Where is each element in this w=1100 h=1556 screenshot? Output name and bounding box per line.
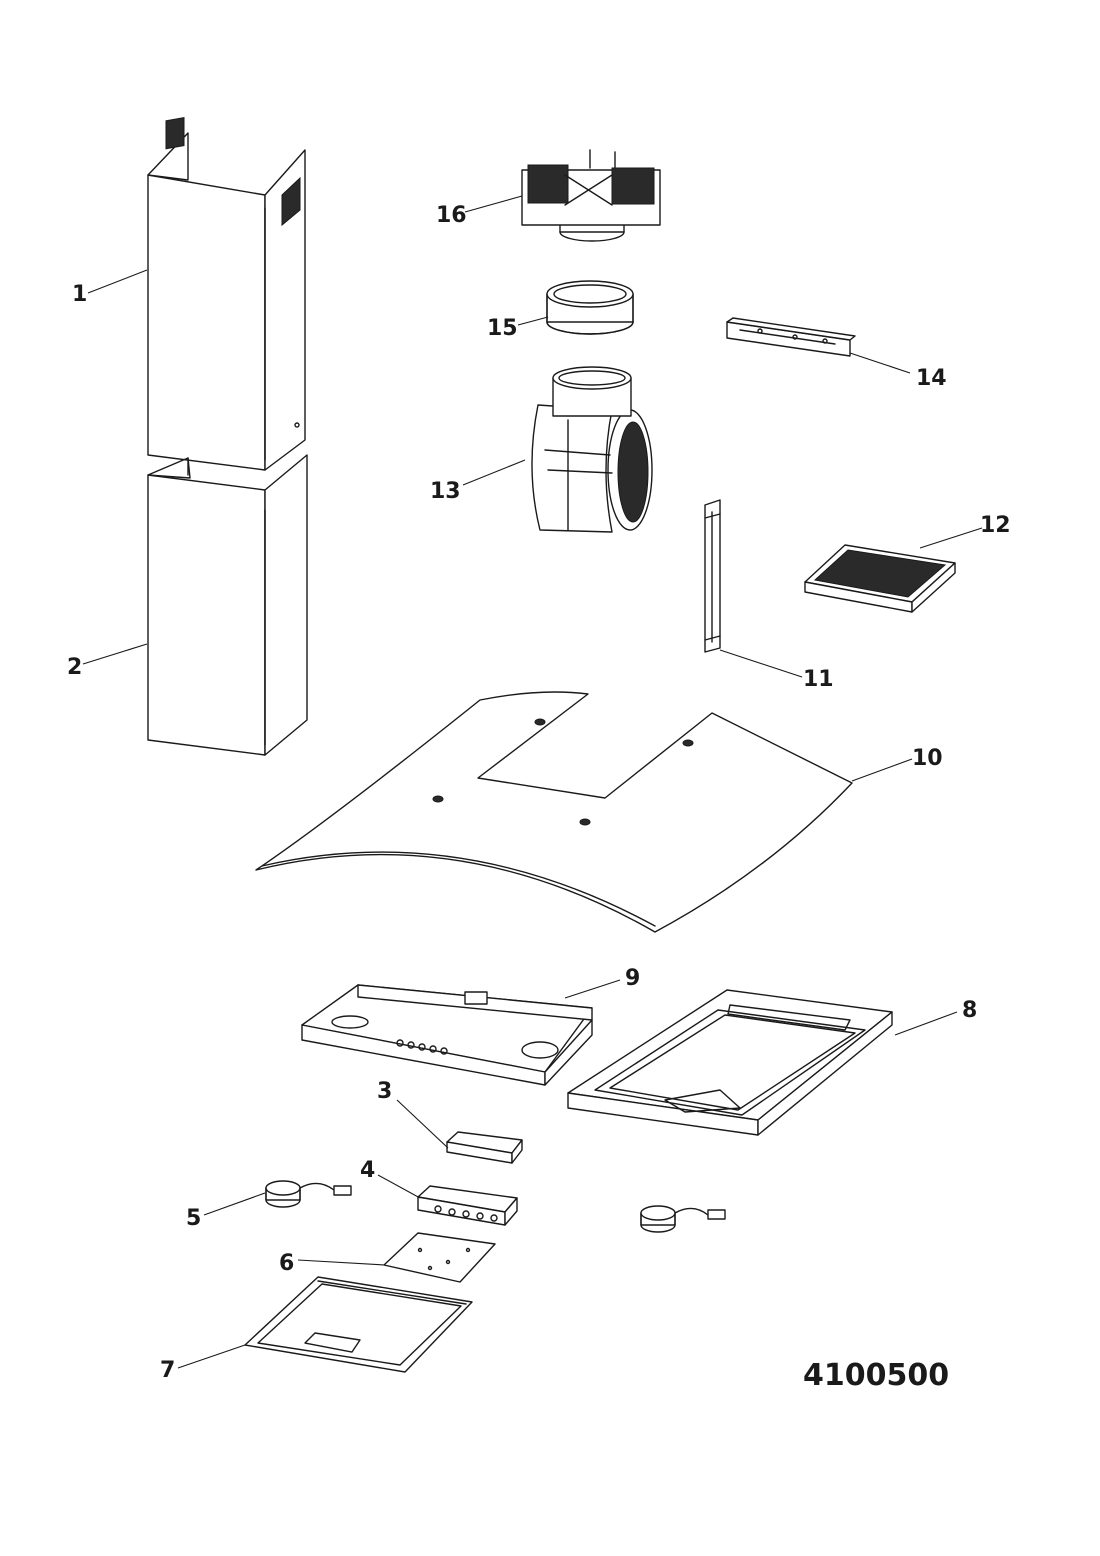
callout-13: 13 (430, 479, 461, 504)
callout-8: 8 (962, 998, 977, 1023)
button-row-icon (396, 1039, 448, 1055)
callout-10: 10 (912, 746, 943, 771)
part-4-control-board (417, 1185, 518, 1226)
part-8-frame (567, 989, 893, 1136)
callout-1: 1 (72, 282, 87, 307)
callout-3: 3 (377, 1079, 392, 1104)
part-11-strip (704, 499, 721, 653)
callout-16: 16 (436, 203, 467, 228)
callout-2: 2 (67, 655, 82, 680)
callout-14: 14 (916, 366, 947, 391)
callout-4: 4 (360, 1158, 375, 1183)
part-3-module (446, 1131, 523, 1164)
part-1-upper-chimney (147, 116, 306, 471)
part-13-blower-housing (531, 366, 653, 533)
part-5-lamp (265, 1180, 352, 1208)
callout-9: 9 (625, 966, 640, 991)
callout-5: 5 (186, 1206, 201, 1231)
drawing-code: 4100500 (803, 1358, 949, 1393)
callout-6: 6 (279, 1251, 294, 1276)
part-15-collar (546, 280, 634, 335)
callout-15: 15 (487, 316, 518, 341)
leader-lines (82, 195, 983, 1369)
part-7-bottom-frame (244, 1276, 473, 1373)
callout-12: 12 (980, 513, 1011, 538)
part-9-control-tray (301, 984, 593, 1086)
part-2-lower-chimney (147, 454, 308, 756)
callout-labels: 1 2 3 4 5 6 7 8 9 10 11 12 13 14 15 16 (67, 203, 1011, 1383)
lamp-duplicate (640, 1205, 726, 1233)
part-14-bracket (726, 317, 856, 357)
part-10-glass-canopy (255, 691, 853, 933)
callout-11: 11 (803, 667, 834, 692)
part-16-motor-assembly (521, 149, 661, 242)
part-6-mounting-plate (383, 1232, 496, 1283)
vent-grille-icon (165, 116, 185, 150)
part-12-grease-filter (804, 544, 956, 613)
callout-7: 7 (160, 1358, 175, 1383)
